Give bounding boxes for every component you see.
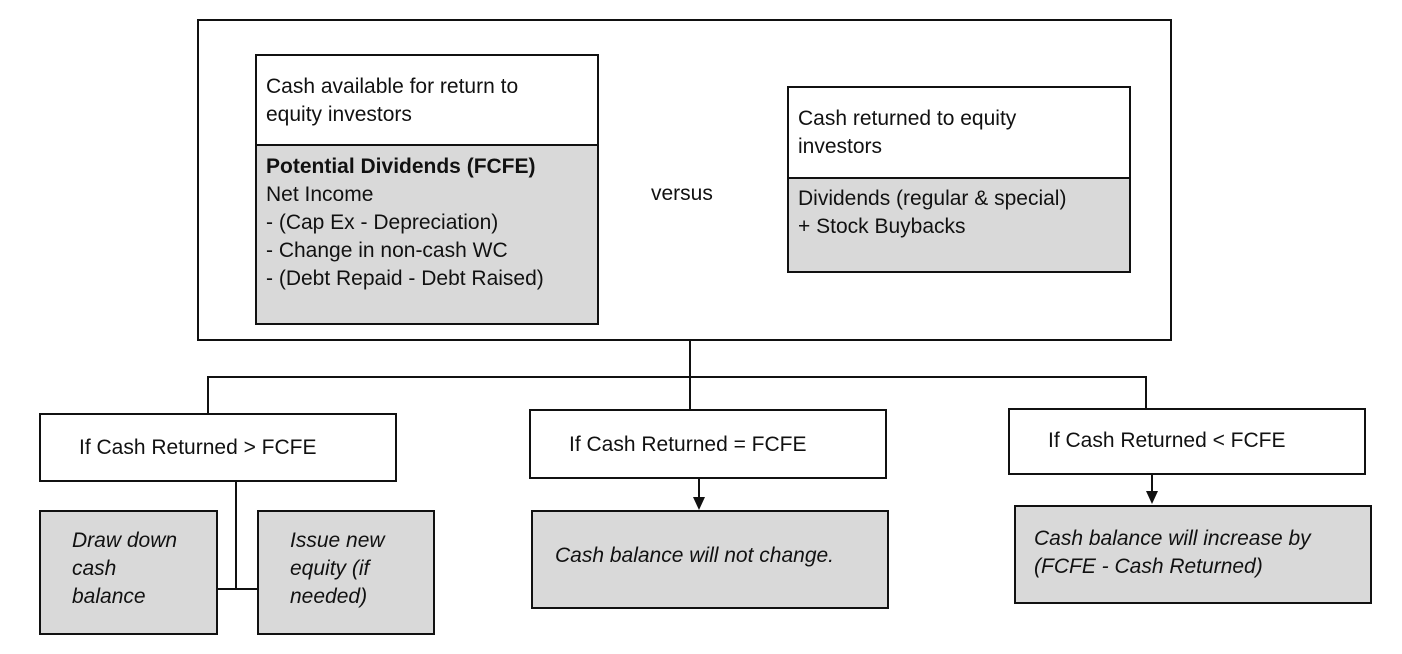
versus-label: versus xyxy=(651,182,713,205)
outcome-issue-equity-line-1: Issue new xyxy=(290,529,385,552)
outcome-draw-down-line-3: balance xyxy=(72,585,146,608)
branch-left-drop xyxy=(207,376,209,414)
fcfe-line-capex: - (Cap Ex - Depreciation) xyxy=(266,211,499,234)
fcfe-line-net-income: Net Income xyxy=(266,183,374,206)
cash-returned-box: Dividends (regular & special) + Stock Bu… xyxy=(787,177,1131,273)
case-greater-than: If Cash Returned > FCFE xyxy=(39,413,397,482)
outcome-issue-equity-line-2: equity (if xyxy=(290,557,370,580)
case-equal-label: If Cash Returned = FCFE xyxy=(569,433,807,456)
cash-available-header: Cash available for return to equity inve… xyxy=(255,54,599,146)
branch-right-drop xyxy=(1145,376,1147,409)
outcome-draw-down-line-2: cash xyxy=(72,557,117,580)
fcfe-line-working-capital: - Change in non-cash WC xyxy=(266,239,508,262)
fcfe-line-debt: - (Debt Repaid - Debt Raised) xyxy=(266,267,544,290)
stem-connector xyxy=(689,341,691,378)
outcome-no-change: Cash balance will not change. xyxy=(531,510,889,609)
case-less-than-label: If Cash Returned < FCFE xyxy=(1048,429,1286,452)
cash-returned-buybacks: + Stock Buybacks xyxy=(798,215,966,238)
arrow-less-head xyxy=(1146,491,1158,504)
potential-dividends-box: Potential Dividends (FCFE) Net Income - … xyxy=(255,144,599,325)
outcome-no-change-line-1: Cash balance will not change. xyxy=(555,544,835,567)
case-less-than: If Cash Returned < FCFE xyxy=(1008,408,1366,475)
outcome-increase-line-1: Cash balance will increase by xyxy=(1034,527,1311,550)
cash-returned-header-line-1: Cash returned to equity xyxy=(798,107,1017,130)
arrow-equal-head xyxy=(693,497,705,510)
outcome-draw-down-line-1: Draw down xyxy=(72,529,178,552)
outcome-draw-down-cash: Draw down cash balance xyxy=(39,510,218,635)
cash-returned-header-line-2: investors xyxy=(798,135,883,158)
branch-connector xyxy=(207,376,1147,378)
case-greater-than-label: If Cash Returned > FCFE xyxy=(79,436,317,459)
split-vertical-connector xyxy=(235,482,237,590)
cash-available-header-line-1: Cash available for return to xyxy=(266,75,519,98)
branch-middle-drop xyxy=(689,376,691,410)
cash-returned-dividends: Dividends (regular & special) xyxy=(798,187,1067,210)
outcome-increase-line-2: (FCFE - Cash Returned) xyxy=(1034,555,1263,578)
outcome-issue-equity-line-3: needed) xyxy=(290,585,368,608)
cash-available-header-line-2: equity investors xyxy=(266,103,412,126)
split-horizontal-connector xyxy=(217,588,259,590)
potential-dividends-title: Potential Dividends (FCFE) xyxy=(266,155,536,178)
outcome-issue-equity: Issue new equity (if needed) xyxy=(257,510,435,635)
case-equal: If Cash Returned = FCFE xyxy=(529,409,887,479)
outcome-increase: Cash balance will increase by (FCFE - Ca… xyxy=(1014,505,1372,604)
